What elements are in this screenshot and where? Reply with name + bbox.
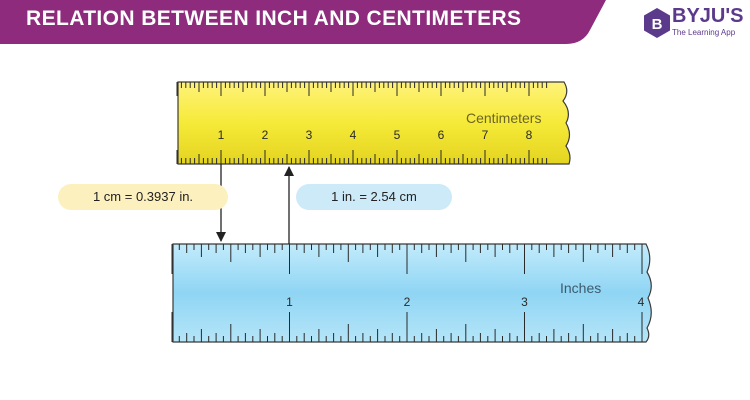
cm-to-inch-label: 1 cm = 0.3937 in. [58,184,228,210]
inch-number: 3 [521,295,528,309]
brand-name: BYJU'S [672,5,744,27]
inch-number: 1 [286,295,293,309]
cm-number: 2 [262,128,269,142]
inch-number: 2 [404,295,411,309]
cm-ruler-numbers: 1 2 3 4 5 6 7 8 [218,128,533,142]
inch-ruler-body [172,243,652,343]
cm-number: 5 [394,128,401,142]
cm-ruler-label: Centimeters [466,110,541,126]
header-banner [0,0,606,44]
page-title: RELATION BETWEEN INCH AND CENTIMETERS [26,7,522,30]
cm-ruler-body [177,81,571,165]
inch-ruler-label: Inches [560,280,601,296]
cm-number: 4 [350,128,357,142]
banner-shape [0,0,606,44]
inch-ruler-numbers: 1 2 3 4 [286,295,645,309]
cm-number: 7 [482,128,489,142]
cm-number: 3 [306,128,313,142]
brand-tagline: The Learning App [672,28,736,37]
cm-number: 1 [218,128,225,142]
inch-number: 4 [638,295,645,309]
cm-number: 8 [526,128,533,142]
svg-text:B: B [652,16,663,33]
byjus-logo-icon: B [644,8,670,38]
cm-ruler-ticks [176,82,548,164]
cm-number: 6 [438,128,445,142]
inch-ruler-ticks [171,244,643,342]
inch-to-cm-label: 1 in. = 2.54 cm [296,184,452,210]
